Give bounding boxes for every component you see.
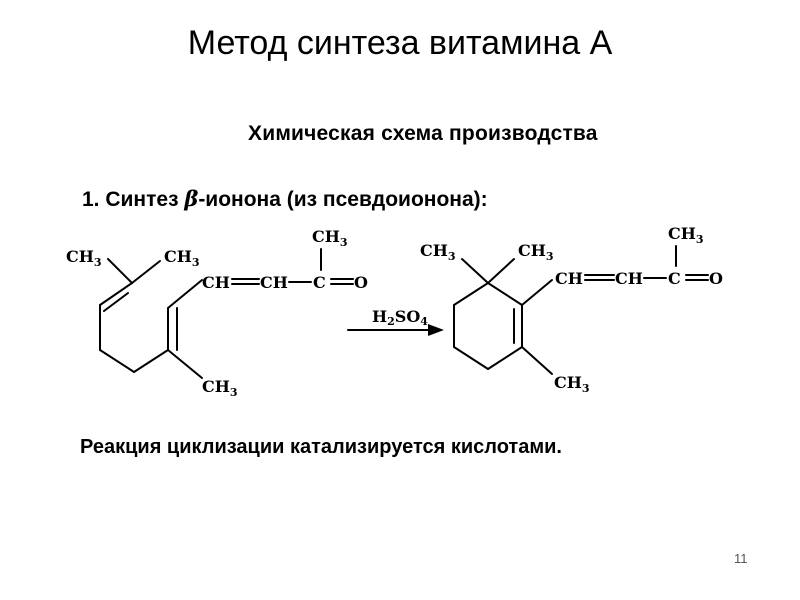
bond: [521, 279, 553, 306]
bond: [521, 346, 553, 375]
bond: [133, 349, 169, 373]
methyl-label: CH3: [66, 247, 102, 269]
ch-label: CH: [555, 269, 583, 288]
ch-label: CH: [202, 273, 230, 292]
oxygen-label: O: [354, 273, 368, 292]
reaction-arrow: H2SO4: [347, 307, 444, 336]
bond: [487, 346, 523, 370]
bond: [131, 260, 161, 284]
methyl-label: CH3: [518, 241, 554, 263]
bond: [103, 292, 129, 312]
bond: [167, 279, 203, 309]
oxygen-label: O: [709, 269, 723, 288]
reagent-label: H2SO4: [372, 307, 428, 328]
methyl-label: CH3: [420, 241, 456, 263]
bond: [461, 258, 489, 284]
methyl-label: CH3: [554, 373, 590, 395]
pseudoionone-structure: CH3 CH3 CH3 CH3 CH CH C O: [66, 227, 368, 399]
page-number: 11: [734, 551, 748, 566]
methyl-label: CH3: [164, 247, 200, 269]
bond: [487, 258, 515, 284]
cyclization-note: Реакция циклизации катализируется кислот…: [80, 436, 562, 458]
step-prefix: 1. Синтез: [82, 188, 185, 211]
ch-label: CH: [615, 269, 643, 288]
ch-label: CH: [260, 273, 288, 292]
methyl-label: CH3: [668, 224, 704, 246]
step-greek-letter: β: [184, 186, 199, 211]
bond: [99, 282, 133, 306]
bond: [99, 349, 135, 373]
step-heading: 1. Синтез β-ионона (из псевдоионона):: [82, 186, 488, 212]
bond: [107, 258, 133, 284]
methyl-label: CH3: [202, 377, 238, 399]
bond: [453, 346, 489, 370]
carbon-label: C: [668, 269, 681, 288]
methyl-label: CH3: [312, 227, 348, 249]
step-rest: -ионона (из псевдоионона):: [198, 188, 488, 211]
bond: [167, 349, 203, 379]
scheme-heading: Химическая схема производства: [248, 122, 598, 145]
bond: [487, 282, 523, 306]
slide-title: Метод синтеза витамина А: [187, 24, 613, 62]
bond: [453, 282, 489, 306]
beta-ionone-structure: CH3 CH3 CH3 CH3 CH CH C O: [420, 224, 723, 395]
carbon-label: C: [313, 273, 326, 292]
